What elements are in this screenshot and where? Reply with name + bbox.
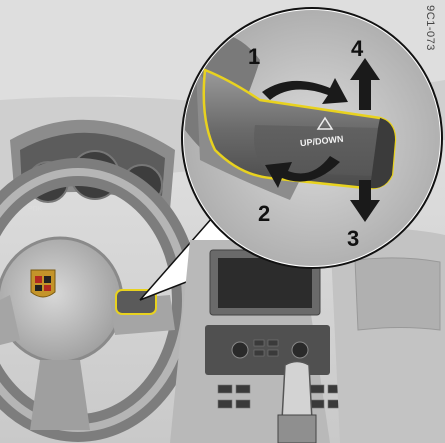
- porsche-crest-logo: [31, 270, 55, 297]
- figure-code: 9C1-073: [424, 5, 436, 51]
- step-1-label: 1: [248, 46, 260, 68]
- step-2-label: 2: [258, 203, 270, 225]
- step-3-label: 3: [347, 228, 359, 250]
- step-4-label: 4: [351, 38, 363, 60]
- center-console: [170, 240, 342, 443]
- pdk-label: PDK: [28, 206, 42, 213]
